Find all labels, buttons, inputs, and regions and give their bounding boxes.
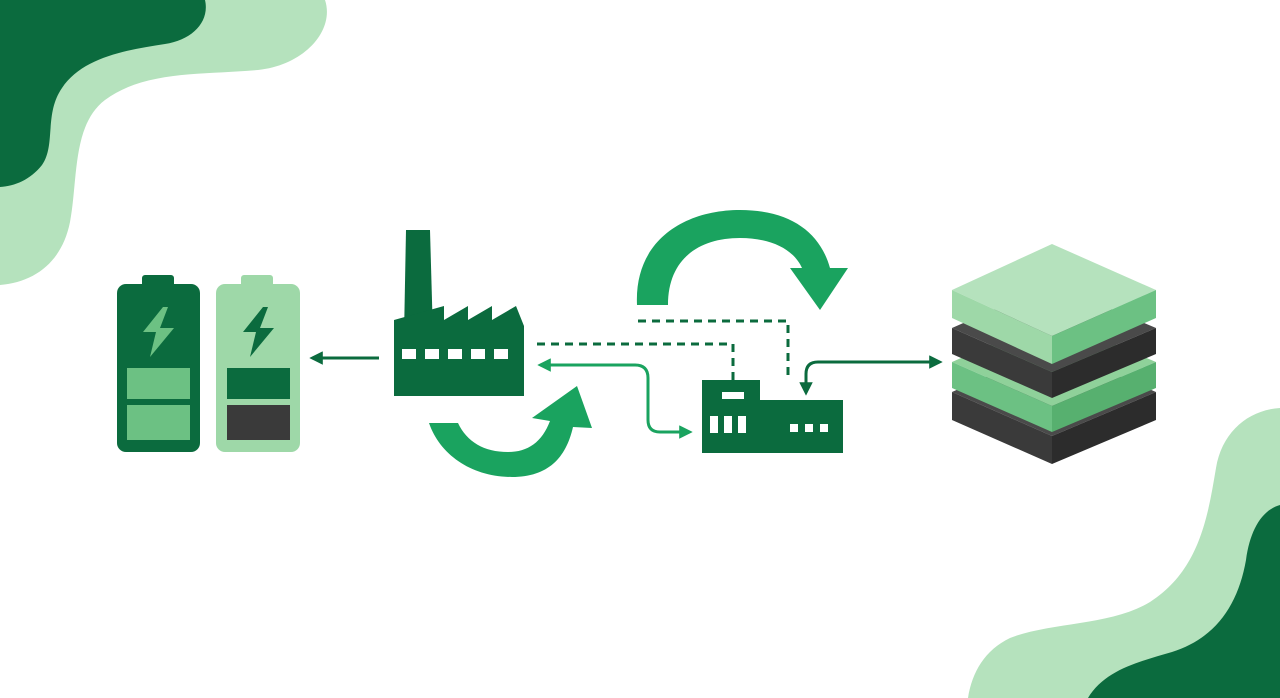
corner-decoration-bottom-right: [968, 408, 1280, 698]
cycle-arrow-top-icon: [636, 210, 848, 310]
processing-plant-icon: [702, 380, 843, 453]
cycle-arrow-bottom-icon: [429, 386, 592, 477]
factory-icon: [394, 230, 524, 396]
battery-low-icon: [216, 275, 300, 452]
layered-stack-icon: [952, 244, 1156, 464]
arrow-factory-processing-plant: [537, 358, 693, 439]
corner-decoration-top-left: [0, 0, 327, 285]
dashed-connectors: [537, 319, 790, 380]
battery-charged-icon: [117, 275, 200, 452]
arrow-plant-input: [799, 355, 943, 396]
